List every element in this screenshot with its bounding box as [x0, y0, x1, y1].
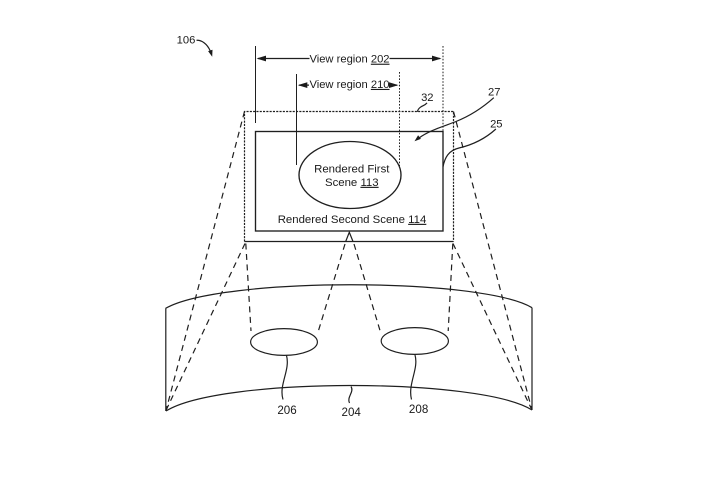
svg-text:Rendered Second Scene 114: Rendered Second Scene 114 — [278, 214, 427, 226]
svg-text:Rendered First: Rendered First — [314, 163, 390, 175]
svg-text:View region 202: View region 202 — [309, 54, 389, 66]
svg-text:View region 210: View region 210 — [309, 79, 389, 91]
svg-text:27: 27 — [488, 87, 500, 99]
svg-text:208: 208 — [409, 403, 428, 416]
svg-text:32: 32 — [421, 92, 433, 104]
svg-text:206: 206 — [277, 404, 296, 417]
svg-text:25: 25 — [490, 119, 502, 131]
svg-text:Scene 113: Scene 113 — [325, 177, 379, 189]
svg-text:204: 204 — [342, 406, 362, 419]
svg-text:106: 106 — [177, 35, 196, 47]
